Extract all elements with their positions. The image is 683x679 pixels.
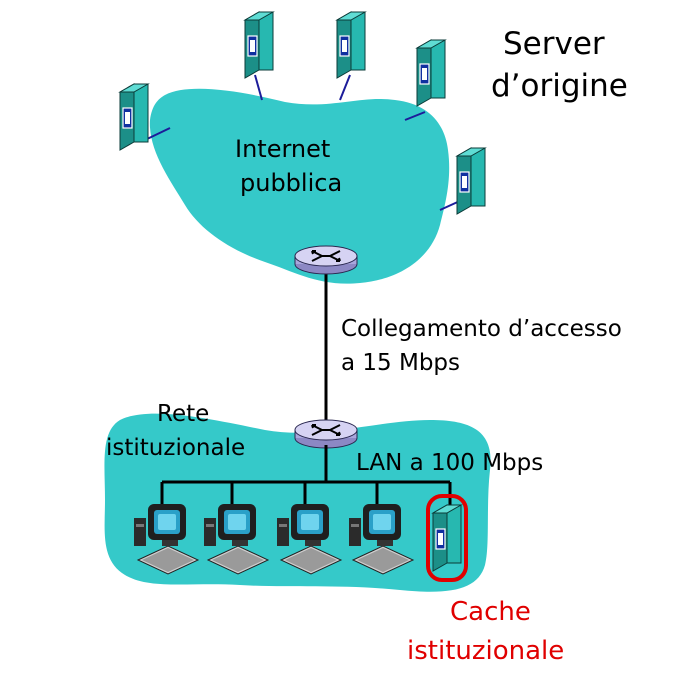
server-links: [144, 74, 463, 211]
lan-label: LAN a 100 Mbps: [356, 450, 543, 476]
access-label-line2: a 15 Mbps: [341, 350, 460, 376]
server-label-line2: d’origine: [491, 68, 628, 104]
router-icon: [294, 419, 358, 449]
server-icon: [244, 11, 274, 79]
internet-cloud: [149, 88, 450, 284]
server-label-line1: Server: [503, 26, 605, 62]
institution-label-line2: istituzionale: [106, 435, 245, 461]
lan-bus: [160, 445, 452, 508]
access-label-line1: Collegamento d’accesso: [341, 316, 622, 342]
cache-highlight: [426, 494, 468, 582]
server-icon: [456, 147, 486, 215]
router-icon: [294, 245, 358, 275]
server-icon: [336, 11, 366, 79]
server-icon: [432, 504, 462, 572]
internet-label-line2: pubblica: [240, 169, 342, 197]
institutional-cloud: [104, 413, 491, 592]
internet-label-line1: Internet: [235, 135, 330, 163]
cache-label-line1: Cache: [450, 597, 531, 627]
cache-label-line2: istituzionale: [407, 636, 564, 666]
institution-label-line1: Rete: [157, 401, 209, 427]
server-icon: [416, 39, 446, 107]
server-icon: [119, 83, 149, 151]
